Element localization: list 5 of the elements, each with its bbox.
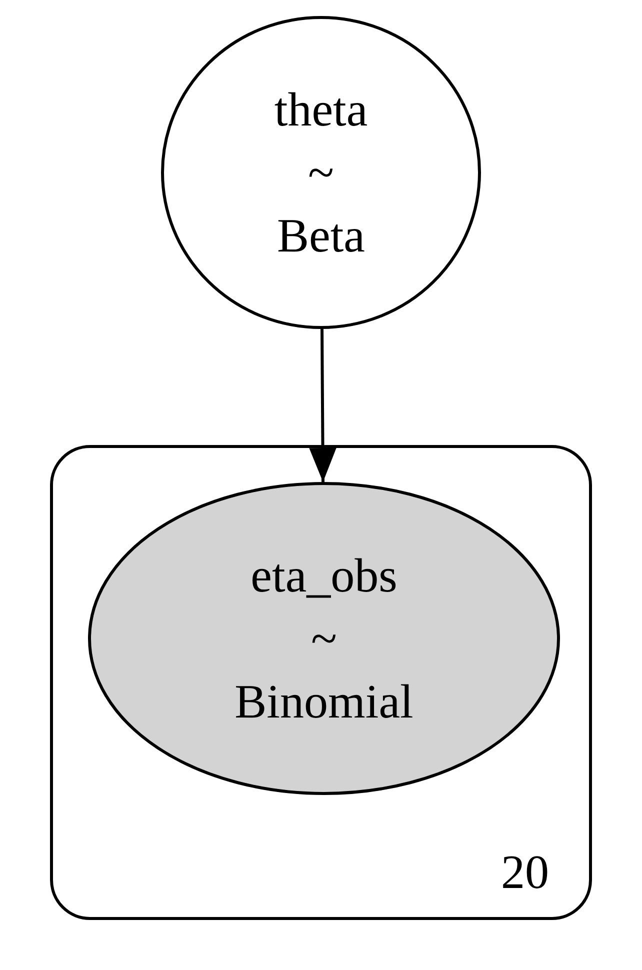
plate-box (50, 445, 592, 920)
node-label: eta_obs ~ Binomial (234, 548, 414, 730)
node-label: theta ~ Beta (274, 82, 368, 264)
plate-count: 20 (501, 849, 549, 897)
arrow (309, 328, 336, 482)
